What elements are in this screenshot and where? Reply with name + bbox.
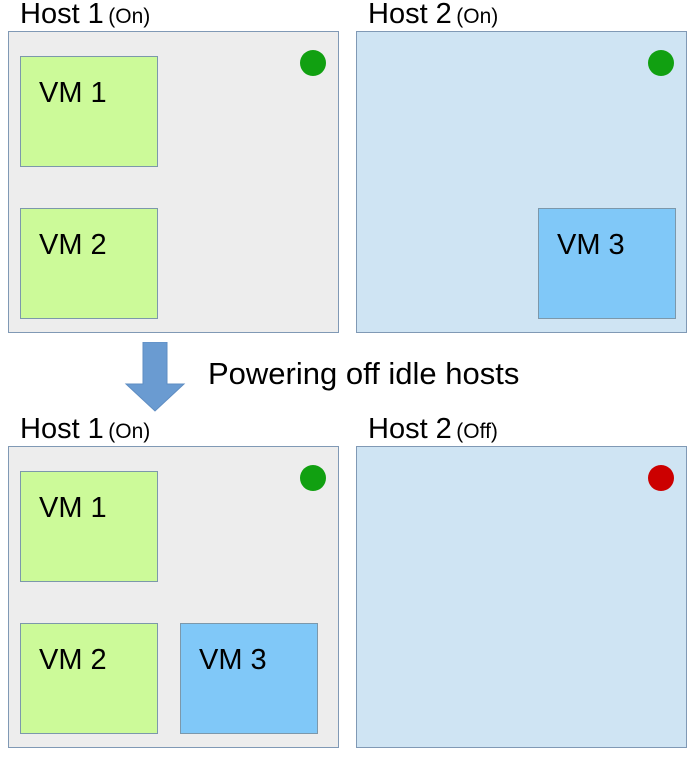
green-status-dot xyxy=(300,465,326,491)
after-host2-group: Host 2 (Off) xyxy=(348,415,696,758)
before-host2-vm-3-label: VM 3 xyxy=(557,229,625,261)
before-host2-name: Host 2 xyxy=(368,0,452,30)
before-host1-state: (On) xyxy=(108,5,151,28)
after-host1-vm-2[interactable]: VM 2 xyxy=(20,623,158,734)
after-host2-title: Host 2 (Off) xyxy=(368,415,498,444)
after-host1-name: Host 1 xyxy=(20,413,104,445)
after-host2-box[interactable] xyxy=(356,446,687,748)
before-host2-state: (On) xyxy=(456,5,499,28)
after-host1-title: Host 1 (On) xyxy=(20,415,150,444)
down-arrow-icon xyxy=(124,341,186,417)
after-host1-vm-1[interactable]: VM 1 xyxy=(20,471,158,582)
before-host2-group: Host 2 (On) VM 3 xyxy=(348,0,696,340)
before-host2-title: Host 2 (On) xyxy=(368,0,498,29)
before-host1-vm-2[interactable]: VM 2 xyxy=(20,208,158,319)
before-host1-title: Host 1 (On) xyxy=(20,0,150,29)
after-host2-state: (Off) xyxy=(456,420,498,443)
after-host1-vm-2-label: VM 2 xyxy=(39,644,107,676)
after-host1-vm-3-label: VM 3 xyxy=(199,644,267,676)
before-host1-group: Host 1 (On) VM 1 VM 2 xyxy=(0,0,348,340)
red-status-dot xyxy=(648,465,674,491)
before-host1-name: Host 1 xyxy=(20,0,104,30)
after-host2-name: Host 2 xyxy=(368,413,452,445)
before-host2-box[interactable]: VM 3 xyxy=(356,31,687,333)
before-host1-vm-2-label: VM 2 xyxy=(39,229,107,261)
transition-group: Powering off idle hosts xyxy=(0,340,696,412)
green-status-dot xyxy=(648,50,674,76)
after-host1-group: Host 1 (On) VM 1 VM 2 VM 3 xyxy=(0,415,348,758)
after-host1-vm-1-label: VM 1 xyxy=(39,492,107,524)
after-host1-state: (On) xyxy=(108,420,151,443)
after-host1-box[interactable]: VM 1 VM 2 VM 3 xyxy=(8,446,339,748)
before-host1-vm-1-label: VM 1 xyxy=(39,77,107,109)
before-host2-vm-3[interactable]: VM 3 xyxy=(538,208,676,319)
after-host1-vm-3[interactable]: VM 3 xyxy=(180,623,318,734)
transition-caption: Powering off idle hosts xyxy=(208,356,520,391)
before-host1-vm-1[interactable]: VM 1 xyxy=(20,56,158,167)
green-status-dot xyxy=(300,50,326,76)
before-host1-box[interactable]: VM 1 VM 2 xyxy=(8,31,339,333)
